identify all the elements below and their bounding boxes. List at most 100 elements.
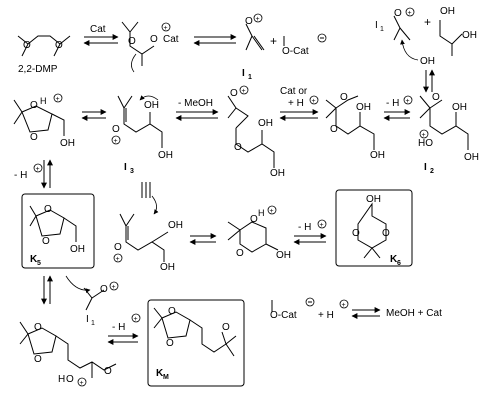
svg-text:+: + [342, 302, 346, 309]
svg-text:O: O [382, 228, 390, 239]
km-label: K [156, 368, 164, 379]
eq-arrow-2 [193, 34, 237, 46]
km-box: O O O K M [147, 299, 245, 387]
eq-arrow-meoh: - MeOH [175, 98, 219, 121]
svg-text:+: + [164, 25, 168, 32]
svg-text:OH: OH [158, 150, 173, 161]
eq-arrow-left-vertical: - H + [14, 159, 53, 189]
svg-text:+: + [112, 284, 116, 291]
svg-text:OH: OH [270, 168, 285, 179]
svg-text:O: O [352, 228, 360, 239]
svg-text:+: + [80, 380, 84, 387]
svg-text:- H: - H [386, 98, 399, 109]
svg-text:O: O [250, 214, 258, 225]
svg-text:+: + [312, 98, 316, 105]
svg-text:+: + [116, 256, 120, 263]
svg-text:OH: OH [440, 6, 455, 17]
svg-text:OH: OH [258, 118, 273, 129]
open-chain-oxocarbenium: O + OH OH [113, 213, 183, 273]
svg-text:OH: OH [60, 138, 75, 149]
k6-label: K [390, 254, 398, 265]
svg-text:O: O [128, 36, 136, 47]
eq-arrow-1: Cat [83, 24, 119, 46]
svg-text:- H: - H [14, 170, 27, 181]
svg-text:+: + [320, 222, 324, 229]
svg-text:1: 1 [380, 26, 384, 33]
svg-text:MeOH + Cat: MeOH + Cat [386, 308, 442, 319]
svg-text:O-Cat: O-Cat [270, 310, 297, 321]
svg-text:OH: OH [356, 102, 371, 113]
svg-text:O: O [34, 322, 42, 333]
svg-text:OH: OH [464, 152, 479, 163]
svg-text:O: O [432, 92, 440, 103]
eq-arrow-cat-or-h: Cat or + H + [279, 86, 319, 121]
i1-label: I [242, 68, 245, 79]
i2-intermediate: O HO + OH OH I 2 [418, 92, 479, 175]
eq-arrow-minus-h-mid: - H + [293, 219, 327, 245]
svg-text:O: O [340, 92, 348, 103]
protonated-dioxolane: O H + O OH [13, 93, 75, 149]
eq-arrow-minus-h-right: - H + [383, 95, 413, 121]
svg-text:+: + [408, 10, 412, 17]
svg-text:H: H [40, 96, 47, 106]
k6-box: OH O O K 6 [335, 189, 413, 267]
svg-text:O: O [112, 124, 120, 135]
i2-label: I [424, 162, 427, 173]
svg-text:Cat: Cat [90, 24, 106, 35]
i1-oxocarbenium: O + I 1 [242, 13, 265, 81]
methoxy-intermediate: O + O OH OH [227, 85, 285, 179]
svg-text:- MeOH: - MeOH [178, 98, 213, 109]
svg-text:Cat or: Cat or [280, 86, 308, 97]
svg-text:OH: OH [452, 102, 467, 113]
svg-text:O: O [150, 34, 158, 45]
svg-text:+: + [36, 166, 40, 173]
protonated-mixed-ketal: O O H O + O [19, 321, 117, 387]
eq-arrow-right-vertical [423, 69, 435, 93]
svg-text:+ H: + H [288, 98, 304, 109]
svg-text:OH: OH [276, 250, 291, 261]
svg-text:O: O [230, 88, 238, 99]
svg-text:2: 2 [430, 168, 434, 175]
catalyst-regeneration: O-Cat + H + MeOH + Cat [270, 297, 442, 321]
eq-arrow-left-vertical-2 [41, 275, 53, 305]
svg-text:1: 1 [91, 320, 95, 327]
svg-text:HO: HO [418, 138, 433, 149]
svg-text:O: O [44, 204, 52, 215]
svg-text:OH: OH [144, 100, 159, 111]
i3-label: I [124, 162, 127, 173]
plus-sign: + [270, 34, 277, 48]
svg-text:OH: OH [160, 262, 175, 273]
svg-text:- H: - H [298, 222, 311, 233]
svg-text:+ H: + H [318, 310, 334, 321]
svg-text:- H: - H [112, 322, 125, 333]
svg-text:O: O [23, 40, 31, 51]
svg-text:OH: OH [370, 150, 385, 161]
i3-downward-arrow [141, 182, 159, 215]
svg-text:OH: OH [366, 194, 381, 205]
svg-text:+: + [134, 316, 138, 323]
svg-text:O: O [236, 248, 244, 259]
svg-text:O: O [394, 8, 402, 19]
svg-text:3: 3 [130, 168, 134, 175]
svg-text:O: O [30, 132, 38, 143]
svg-text:O: O [330, 124, 338, 135]
svg-text:Cat: Cat [163, 34, 179, 45]
svg-text:O: O [168, 306, 176, 317]
svg-text:+: + [422, 132, 426, 139]
svg-text:M: M [163, 374, 169, 381]
svg-text:I: I [86, 314, 89, 325]
svg-text:O: O [30, 100, 38, 111]
svg-text:1: 1 [248, 74, 252, 81]
svg-text:O: O [104, 366, 112, 377]
k5-box: O O OH K 5 [21, 193, 95, 269]
svg-text:+: + [56, 96, 60, 103]
svg-text:O: O [234, 142, 242, 153]
dmp-molecule: O O 2,2-DMP [17, 35, 71, 75]
i1-plus-glycerol: I 1 O + + OH OH OH [375, 6, 477, 67]
svg-text:+: + [256, 16, 260, 23]
methoxy-ketal: O O OH OH [325, 92, 385, 161]
svg-text:O: O [166, 338, 174, 349]
eq-arrow-4 [189, 233, 217, 245]
dmp-label: 2,2-DMP [18, 64, 58, 75]
